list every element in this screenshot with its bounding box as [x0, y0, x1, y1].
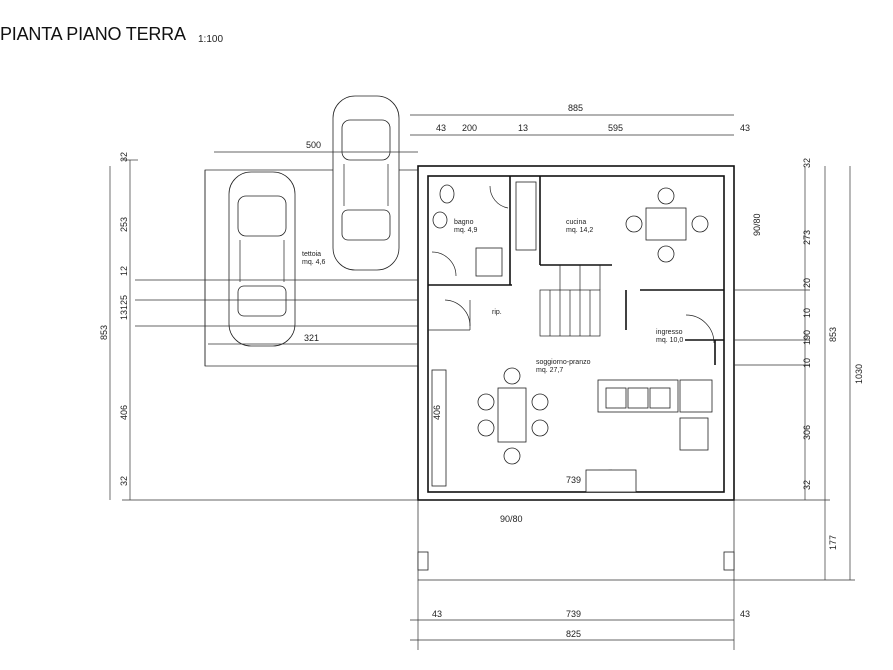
dim-top-13: 13 — [518, 123, 528, 133]
dim-right-853: 853 — [828, 327, 838, 342]
dim-right-1030: 1030 — [854, 364, 864, 384]
room-cucina-name: cucina — [566, 219, 586, 226]
dim-bottom-43b: 43 — [740, 609, 750, 619]
interior-walls — [428, 176, 724, 493]
dining-furniture — [477, 367, 549, 465]
dim-right-306: 306 — [802, 425, 812, 440]
room-cucina-area: mq. 14,2 — [566, 227, 593, 234]
dim-left-32a: 32 — [119, 152, 129, 162]
dim-inner-321: 321 — [304, 333, 319, 343]
dim-right-32b: 32 — [802, 480, 812, 490]
dimension-lines — [109, 114, 855, 650]
dim-window-bottom: 90/80 — [500, 514, 523, 524]
room-tettoia-area: mq. 4,6 — [302, 259, 325, 266]
dim-left-12: 12 — [119, 266, 129, 276]
dim-right-190: 190 — [802, 330, 812, 345]
dim-bottom-825: 825 — [566, 629, 581, 639]
dim-right-10a: 10 — [802, 308, 812, 318]
bathroom-fixtures — [432, 184, 503, 277]
dim-left-853: 853 — [99, 325, 109, 340]
dim-bottom-43a: 43 — [432, 609, 442, 619]
dim-left-13125: 13125 — [119, 295, 129, 320]
dim-right-32a: 32 — [802, 158, 812, 168]
dim-car-500: 500 — [306, 140, 321, 150]
car-right — [332, 95, 400, 271]
dim-top-43a: 43 — [436, 123, 446, 133]
room-soggiorno-area: mq. 27,7 — [536, 367, 563, 374]
room-ingresso-name: ingresso — [656, 329, 683, 336]
dim-top-200: 200 — [462, 123, 477, 133]
plan-title: PIANTA PIANO TERRA — [0, 24, 186, 44]
dim-right-177: 177 — [828, 535, 838, 550]
dim-right-10b: 10 — [802, 358, 812, 368]
room-soggiorno-name: soggiorno-pranzo — [536, 359, 591, 366]
living-furniture — [431, 369, 713, 493]
dim-left-32b: 32 — [119, 476, 129, 486]
room-bagno-name: bagno — [454, 219, 474, 226]
dim-mid-739: 739 — [566, 475, 581, 485]
kitchen-furniture — [515, 181, 709, 263]
dim-inner-406: 406 — [432, 405, 442, 420]
dim-top-total: 885 — [568, 103, 583, 113]
room-tettoia-name: tettoia — [302, 251, 321, 258]
dim-left-253: 253 — [119, 217, 129, 232]
car-left — [228, 171, 296, 347]
dim-right-20: 20 — [802, 278, 812, 288]
dim-bottom-739: 739 — [566, 609, 581, 619]
plan-scale: 1:100 — [198, 34, 224, 45]
dim-left-406: 406 — [119, 405, 129, 420]
dim-right-273: 273 — [802, 230, 812, 245]
room-ingresso-area: mq. 10,0 — [656, 337, 683, 344]
room-bagno-area: mq. 4,9 — [454, 227, 477, 234]
dim-top-43b: 43 — [740, 123, 750, 133]
dim-top-595: 595 — [608, 123, 623, 133]
dim-window-kitchen: 90/80 — [752, 213, 762, 236]
room-rip-name: rip. — [492, 309, 502, 316]
building-walls — [204, 165, 735, 581]
